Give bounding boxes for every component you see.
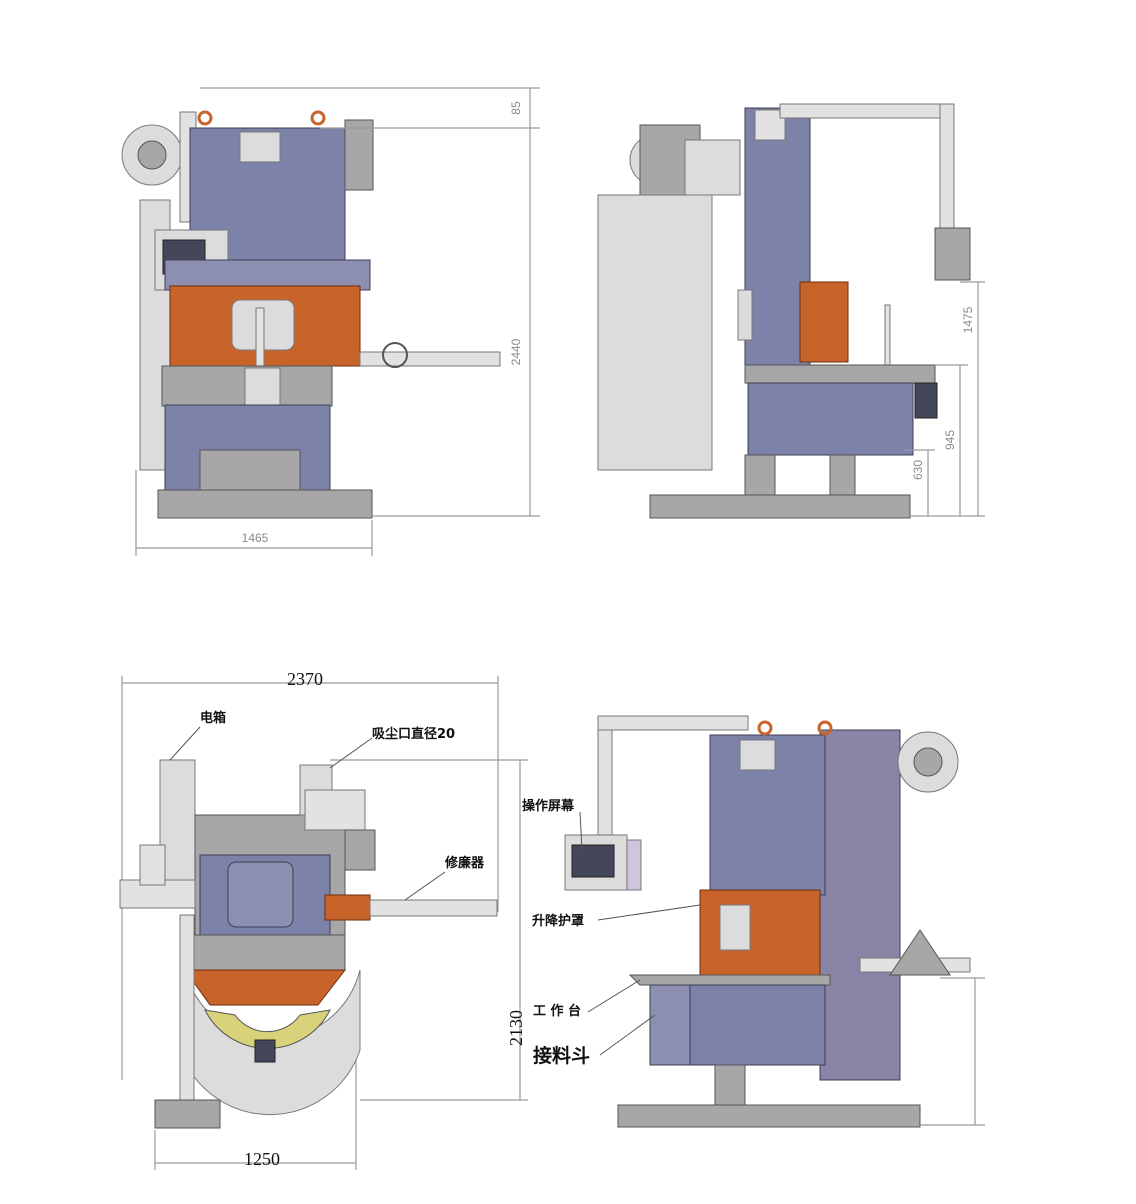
dim-base-height: 630 (911, 460, 925, 480)
screen-arm (779, 103, 951, 119)
dim-height: 2130 (506, 1010, 526, 1046)
screen-arm (597, 715, 749, 731)
head-column (744, 107, 811, 371)
dim-top-offset: 85 (509, 101, 523, 115)
label-screen: 操作屏幕 (522, 798, 575, 814)
material-hopper (649, 984, 691, 1066)
electric-cabinet (597, 194, 713, 471)
machine-base (157, 489, 373, 519)
dim-height: 2440 (509, 338, 523, 365)
top-view: 2370 1250 电箱 吸尘口直径20 修廉器 (119, 669, 528, 1170)
label-electric-box: 电箱 (200, 710, 226, 726)
worktable (628, 974, 831, 986)
control-panel (739, 739, 776, 771)
lifting-guard (799, 281, 849, 363)
lifting-guard (184, 969, 347, 1006)
label-dust-port: 吸尘口直径20 (372, 726, 455, 742)
side-frame (819, 729, 901, 1081)
side-view: 1475 945 630 (597, 103, 985, 519)
control-panel (239, 131, 281, 163)
worktable (744, 364, 936, 384)
label-worktable: 工 作 台 (533, 1003, 581, 1019)
machine-base (617, 1104, 921, 1128)
hmi-screen (934, 227, 971, 281)
front-view: 85 2440 1465 (121, 87, 540, 556)
machine-base (649, 494, 911, 519)
electric-box (159, 759, 196, 881)
perspective-view: 操作屏幕 升降护罩 工 作 台 接料斗 2130 (506, 715, 985, 1128)
dim-width: 1250 (244, 1149, 280, 1169)
dim-width: 1465 (242, 531, 269, 545)
dim-arm-height: 1475 (961, 306, 975, 333)
dim-length: 2370 (287, 669, 323, 689)
dim-table-height: 945 (943, 430, 957, 450)
label-trimmer: 修廉器 (444, 855, 485, 871)
feed-pipe (369, 899, 498, 917)
label-guard: 升降护罩 (532, 913, 584, 929)
feed-pipe (359, 351, 501, 367)
label-hopper: 接料斗 (533, 1044, 590, 1067)
motor (344, 119, 374, 191)
lifting-guard (699, 889, 821, 976)
